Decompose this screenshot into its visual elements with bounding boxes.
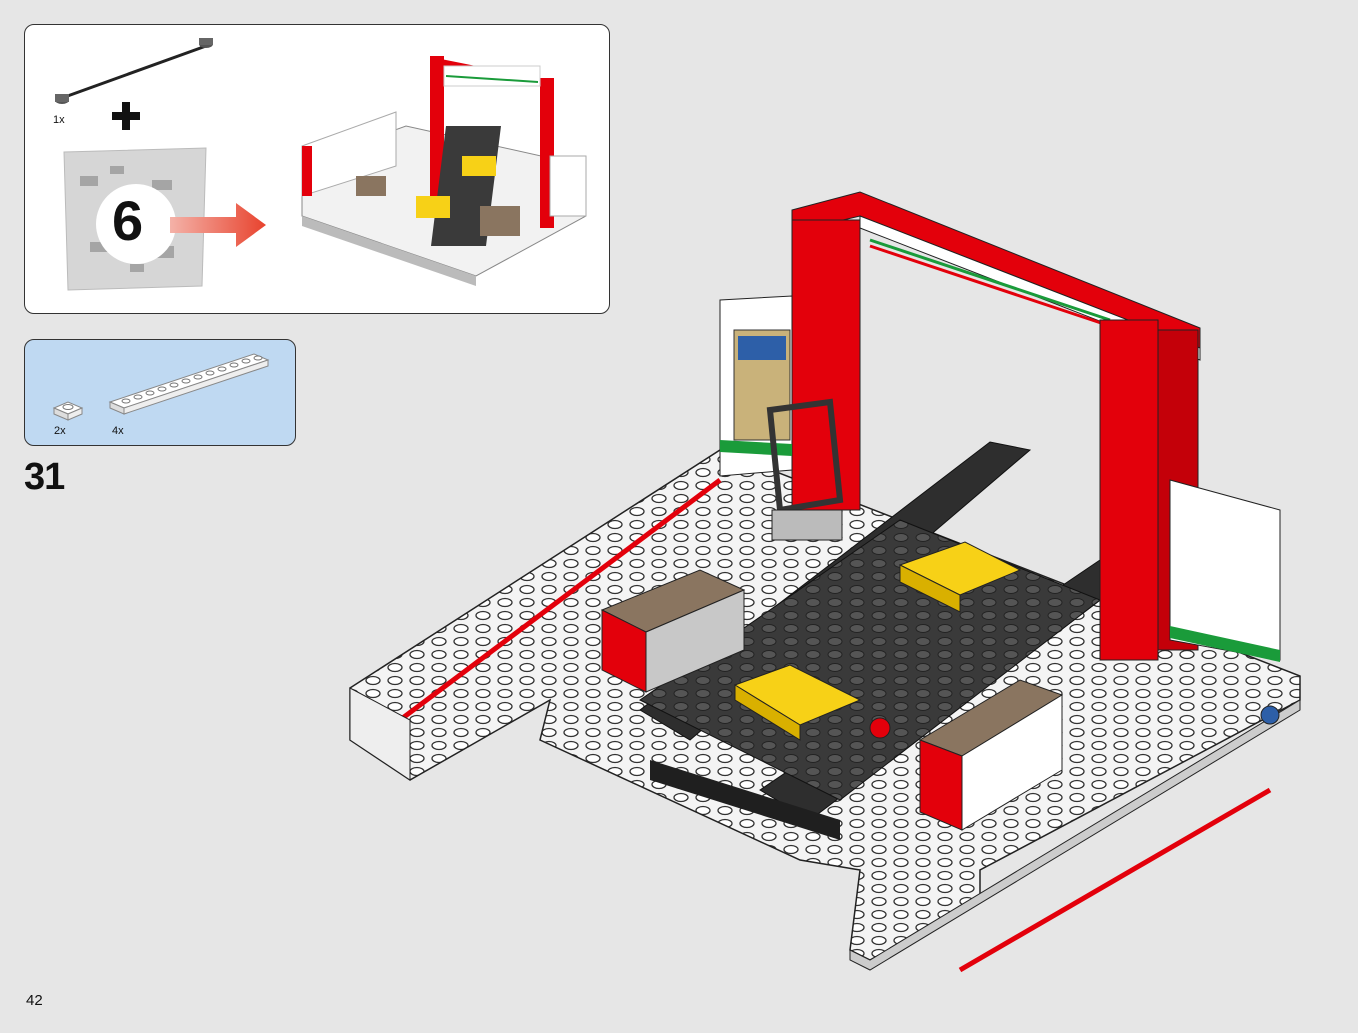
parts-bag-icon xyxy=(63,147,207,291)
arrow-right-icon xyxy=(170,203,266,247)
plate-1x1-icon xyxy=(52,401,84,421)
rod-quantity: 1x xyxy=(53,114,65,126)
main-build-image xyxy=(349,191,1301,973)
bag-number: 6 xyxy=(112,189,144,252)
plate-1x12-icon xyxy=(108,353,270,415)
plus-icon xyxy=(112,102,140,130)
part-quantity: 4x xyxy=(112,425,124,437)
garage-preview-image xyxy=(301,56,587,286)
step-number: 31 xyxy=(24,456,65,498)
part-quantity: 2x xyxy=(54,425,66,437)
page-number: 42 xyxy=(26,992,43,1009)
rod-part-icon xyxy=(55,38,213,104)
